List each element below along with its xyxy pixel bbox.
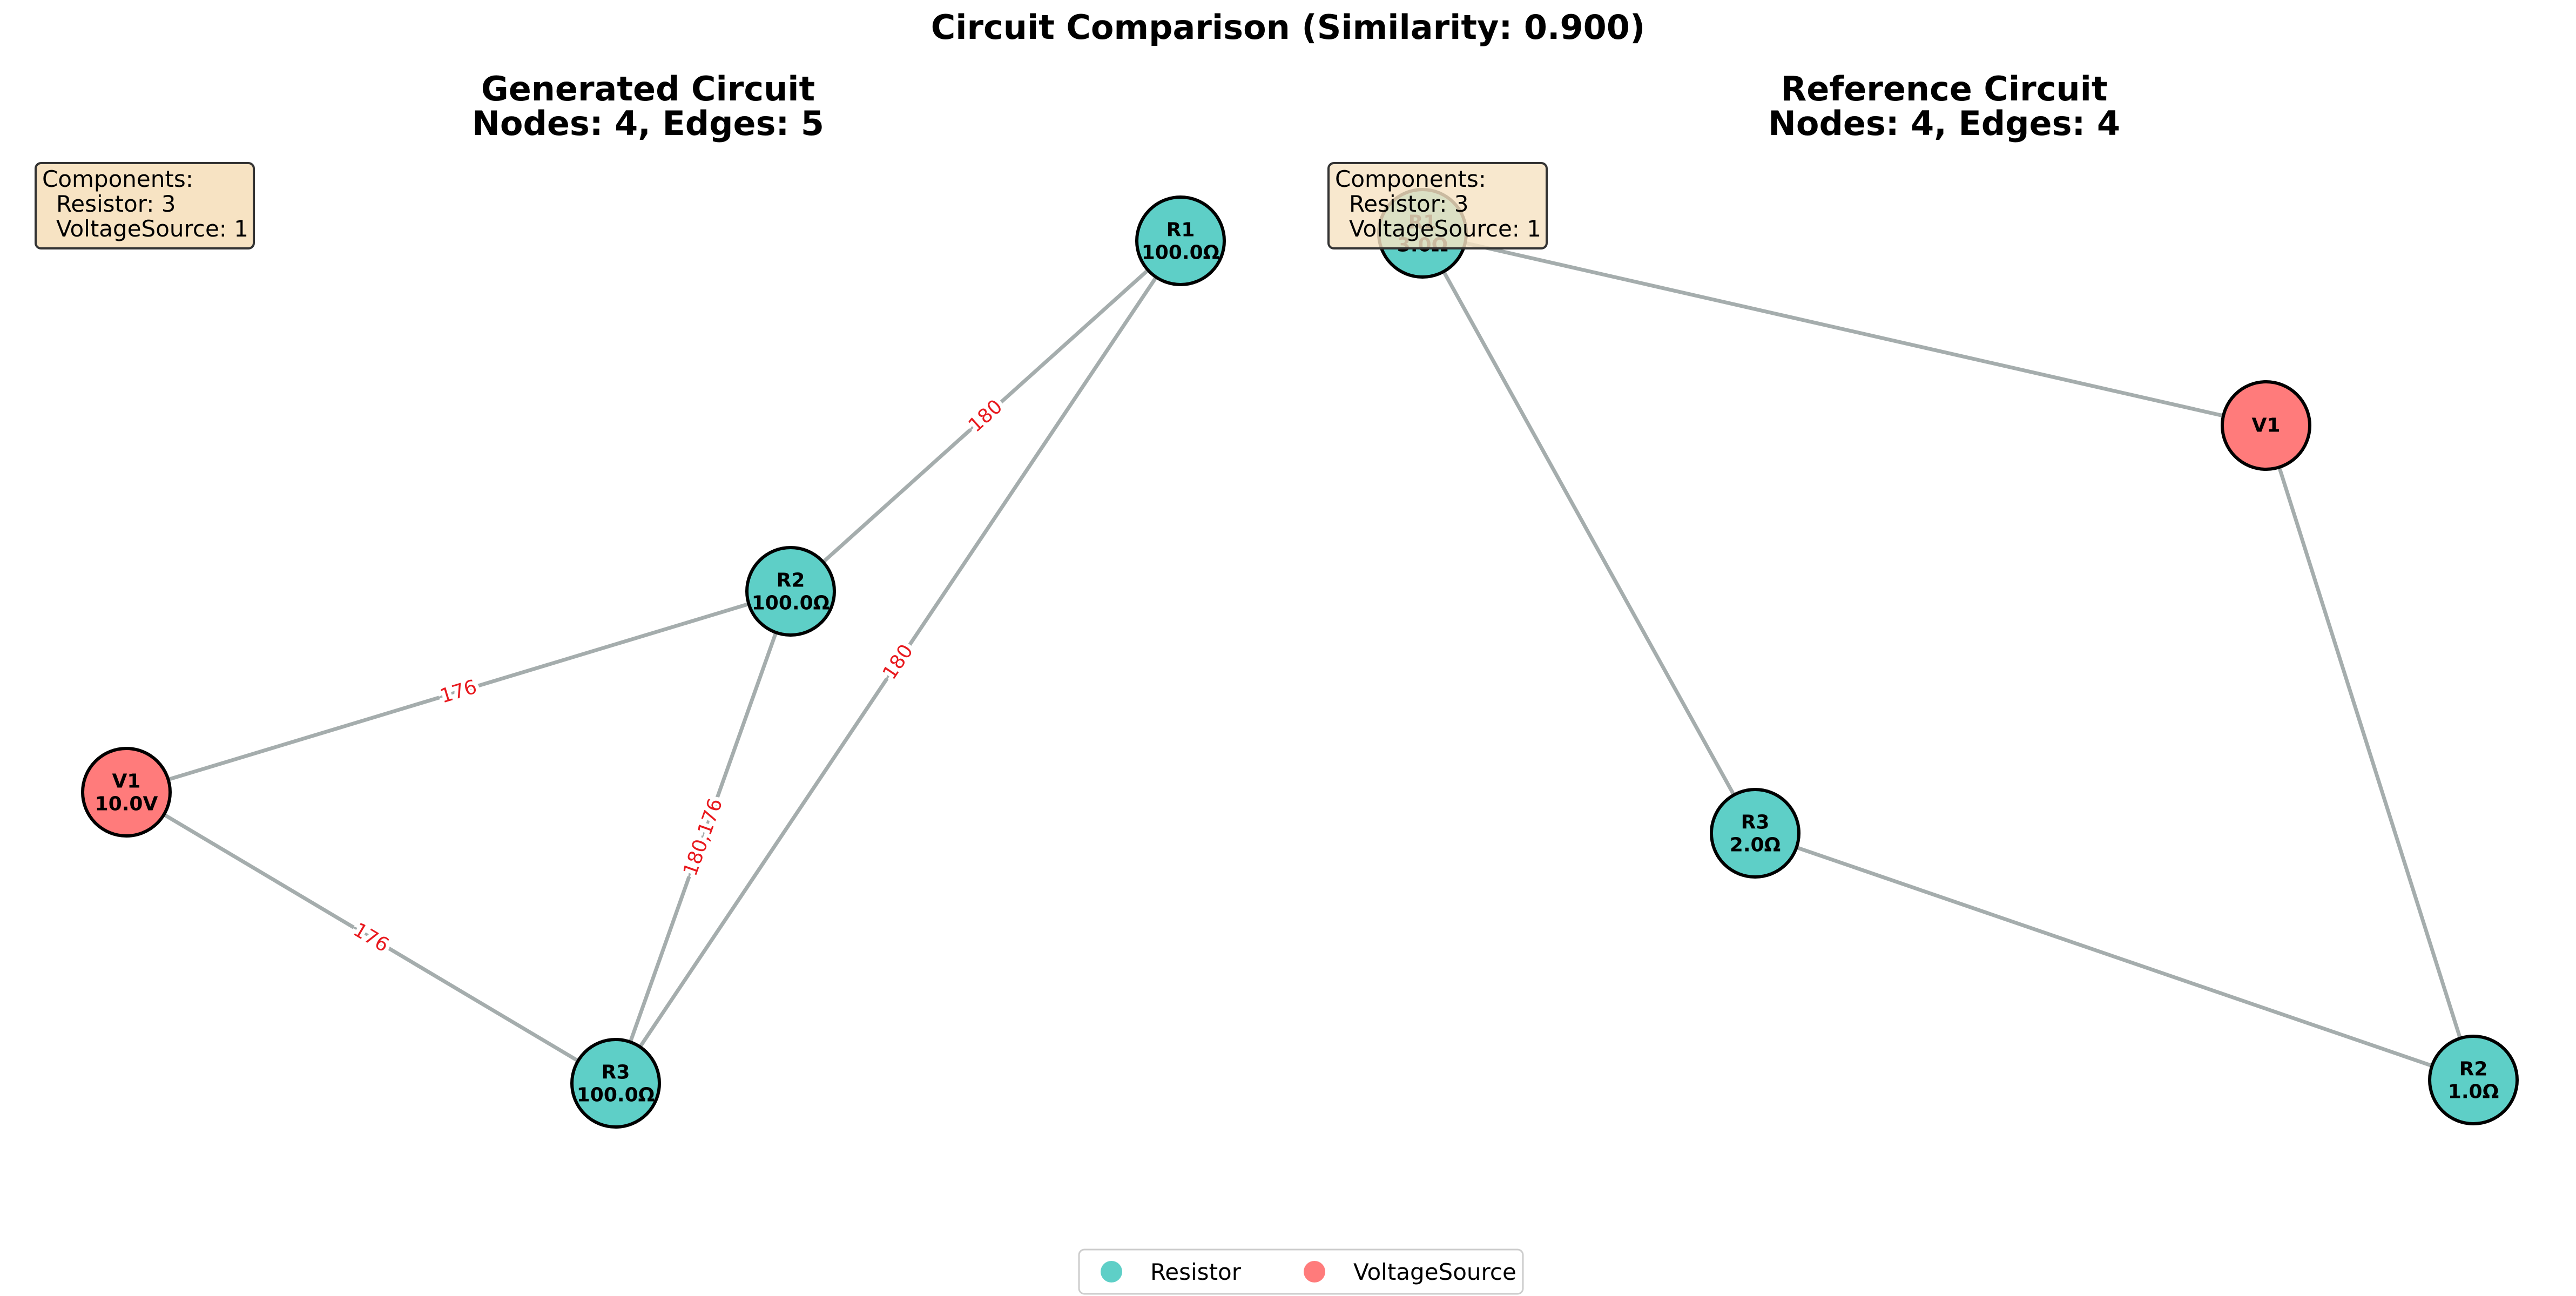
components-header: Components: [1335,166,1486,192]
components-line-resistor: Resistor: 3 [56,191,176,217]
node-circle [1710,788,1800,879]
node-circle [81,747,172,838]
panel-generated-circuit: Generated Circuit Nodes: 4, Edges: 5 180… [35,69,1226,1129]
edge-label: 180,176 [679,795,727,879]
edge-r1-r3 [1420,232,1757,834]
components-line-voltage-source: VoltageSource: 1 [1349,215,1541,242]
node-circle [2428,1035,2519,1125]
node-label: V1 [2252,415,2281,437]
node-r3: R32.0Ω [1710,788,1800,879]
node-value: 100.0Ω [1142,242,1219,264]
components-line-voltage-source: VoltageSource: 1 [56,215,248,242]
node-value: 100.0Ω [577,1084,655,1106]
node-value: 2.0Ω [1730,834,1781,856]
edge-layer-reference [1420,231,2476,1082]
legend-marker-voltage-source [1304,1261,1325,1282]
node-value: 100.0Ω [752,592,830,615]
edge-label: 180 [879,640,918,684]
legend: Resistor VoltageSource [1078,1248,1524,1295]
edge-label: 176 [437,676,480,707]
edge-r3-r2 [613,590,793,1084]
panel-title-reference: Reference Circuit [1781,69,2107,109]
edge-v1-r3 [125,790,617,1085]
edge-v1-r2 [125,589,792,794]
components-box-frame [1327,162,1548,249]
node-circle [745,546,836,637]
components-box-frame [35,162,255,249]
edge-v1-r2 [2264,424,2476,1081]
node-value: 1.0Ω [2448,1081,2499,1103]
legend-frame [1078,1248,1524,1295]
components-line-resistor: Resistor: 3 [1349,191,1468,217]
panel-title-generated: Generated Circuit [481,69,815,109]
panel-subtitle-generated: Nodes: 4, Edges: 5 [472,104,824,143]
node-r2: R21.0Ω [2428,1035,2519,1125]
node-label: R2 [777,570,805,592]
components-header: Components: [42,166,193,192]
panel-reference-circuit: Reference Circuit Nodes: 4, Edges: 4 R13… [1327,69,2519,1125]
node-circle [2221,380,2311,471]
figure-title: Circuit Comparison (Similarity: 0.900) [931,8,1646,47]
edge-r1-v1 [1422,231,2267,428]
node-label: R1 [1166,219,1195,241]
node-v1: V1 [2221,380,2311,471]
edge-r3-r2 [1754,831,2474,1082]
node-label: R2 [2459,1058,2488,1081]
node-circle [570,1038,661,1129]
node-label: V1 [112,771,141,793]
edge-r3-r1 [614,240,1182,1084]
legend-label-resistor: Resistor [1150,1259,1242,1285]
node-label: R3 [602,1062,630,1084]
legend-label-voltage-source: VoltageSource [1353,1259,1516,1285]
node-label: R3 [1741,812,1770,834]
panel-subtitle-reference: Nodes: 4, Edges: 4 [1768,104,2120,143]
node-value: 10.0V [95,793,158,815]
edge-r2-r1 [789,239,1182,593]
edge-label: 176 [349,919,393,956]
components-box-reference: Components: Resistor: 3 VoltageSource: 1 [1327,162,1548,249]
components-box-generated: Components: Resistor: 3 VoltageSource: 1 [35,162,255,249]
node-circle [1135,195,1226,286]
legend-marker-resistor [1101,1261,1122,1282]
